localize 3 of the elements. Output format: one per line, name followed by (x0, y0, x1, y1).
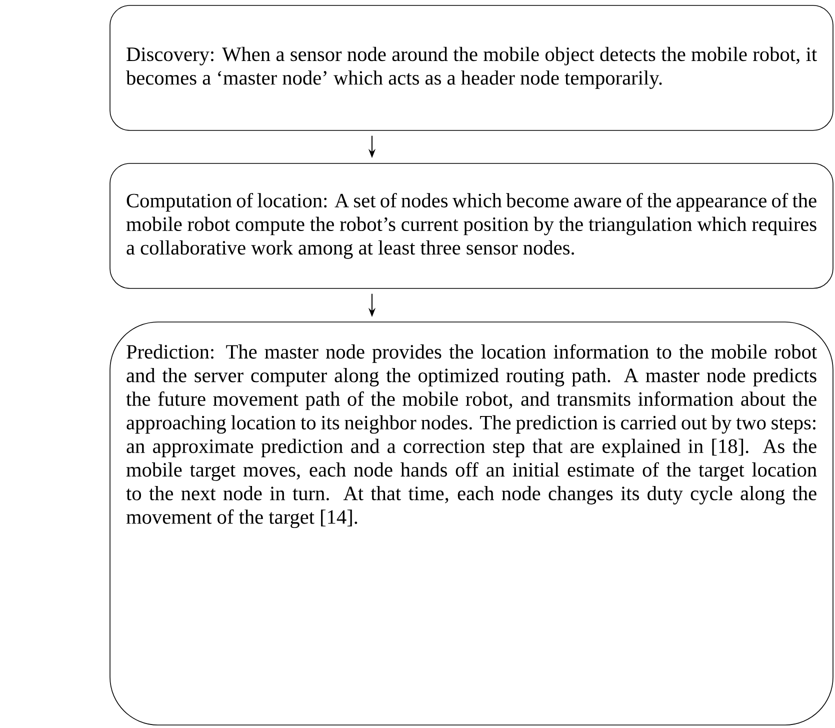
process-box: Prediction: The master node provides the location information to the mobile robot and the server computer along the optimized routing path. A master node predicts the future movement path of the mobile robot, and transmits information about the approaching location to its neighbor nodes. The prediction is carried out by two steps: an approximate prediction and a correction step that are explained in [18]. As the mobile target moves, each node hands off an initial estimate of the target location to the next node in turn. At that time, each node changes its duty cycle along the movement of the target [14]. (110, 322, 834, 726)
process-box: Computation of location: A set of nodes which become aware of the appearance of the mobile robot compute the robot’s current position by the triangulation which requires a collaborative work among at least three sensor nodes. (110, 163, 834, 289)
process-box: Discovery: When a sensor node around the mobile object detects the mobile robot, it becomes a ‘master node’ which acts as a header node temporarily. (110, 5, 834, 131)
